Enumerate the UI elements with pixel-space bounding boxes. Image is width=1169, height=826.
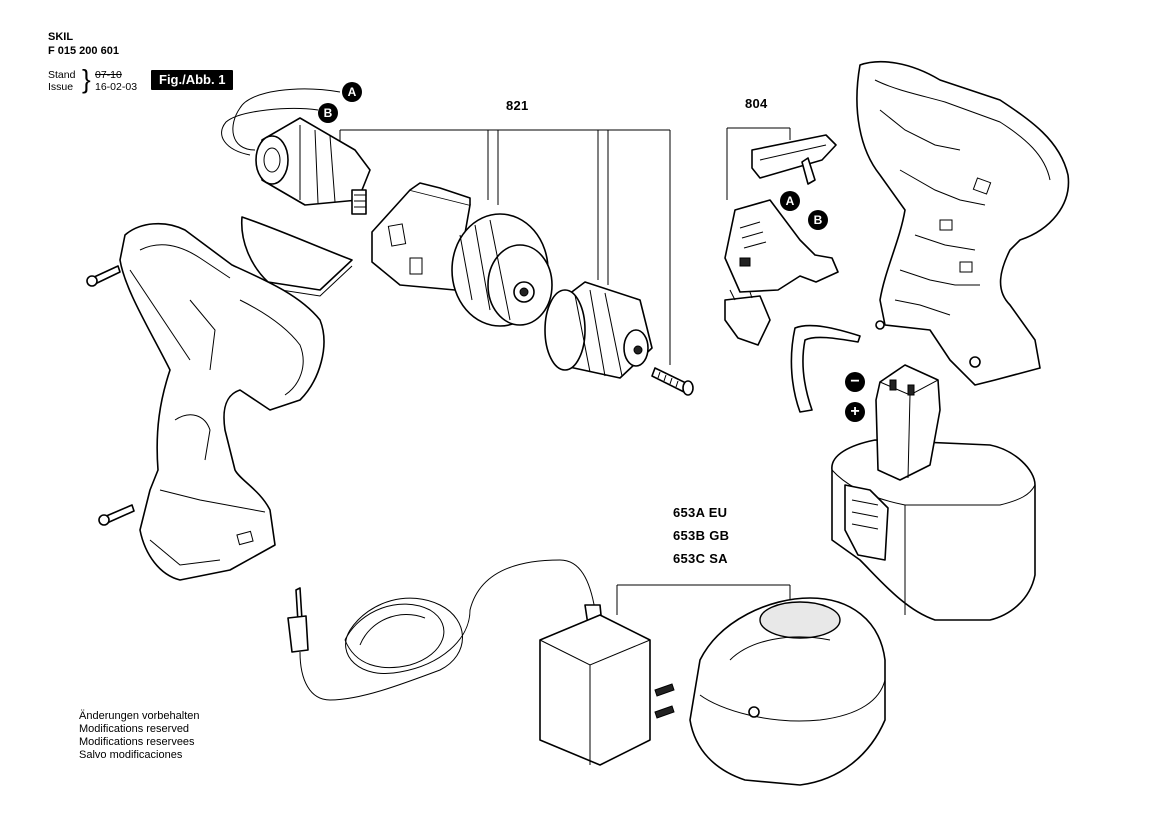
charger-base	[689, 597, 886, 786]
gearbox	[371, 182, 553, 327]
callout-label-653c: 653C SA	[673, 551, 728, 566]
motor	[221, 88, 371, 215]
stand-label: Stand	[48, 69, 76, 81]
plus-terminal-icon: +	[845, 402, 865, 422]
note-en: Modifications reserved	[79, 723, 190, 735]
note-fr: Modifications reservees	[79, 736, 195, 748]
marker-a-switch: A	[780, 191, 800, 211]
callout-label-653a: 653A EU	[673, 505, 728, 520]
marker-b-motor: B	[318, 103, 338, 123]
switch-assembly	[724, 134, 839, 346]
modification-notes: Änderungen vorbehalten Modifications res…	[79, 710, 199, 762]
callout-label-653b: 653B GB	[673, 528, 730, 543]
figure-label: Fig./Abb. 1	[151, 70, 234, 90]
callout-label-804: 804	[745, 96, 768, 111]
marker-a-motor: A	[342, 82, 362, 102]
note-de: Änderungen vorbehalten	[79, 710, 200, 722]
callout-bracket-804	[726, 127, 791, 200]
note-es: Salvo modificaciones	[79, 749, 183, 761]
callout-bracket-653	[616, 584, 791, 615]
brand-name: SKIL	[48, 31, 74, 43]
chuck-screw	[651, 367, 694, 396]
housing-screws	[86, 265, 135, 526]
callout-bracket-821	[339, 129, 671, 365]
marker-b-switch: B	[808, 210, 828, 230]
battery-pack	[831, 364, 1036, 621]
hand-strap	[790, 324, 861, 413]
part-number: F 015 200 601	[48, 45, 119, 57]
chuck	[544, 281, 653, 379]
left-housing	[119, 222, 325, 581]
callout-label-821: 821	[506, 98, 529, 113]
issue-label: Issue	[48, 81, 74, 93]
issue-value: 16-02-03	[95, 81, 138, 93]
brace-icon: }	[82, 64, 91, 94]
stand-value: 07-10	[95, 69, 122, 81]
minus-terminal-icon: −	[845, 372, 865, 392]
right-housing	[856, 60, 1070, 386]
charger-adapter	[287, 559, 675, 766]
